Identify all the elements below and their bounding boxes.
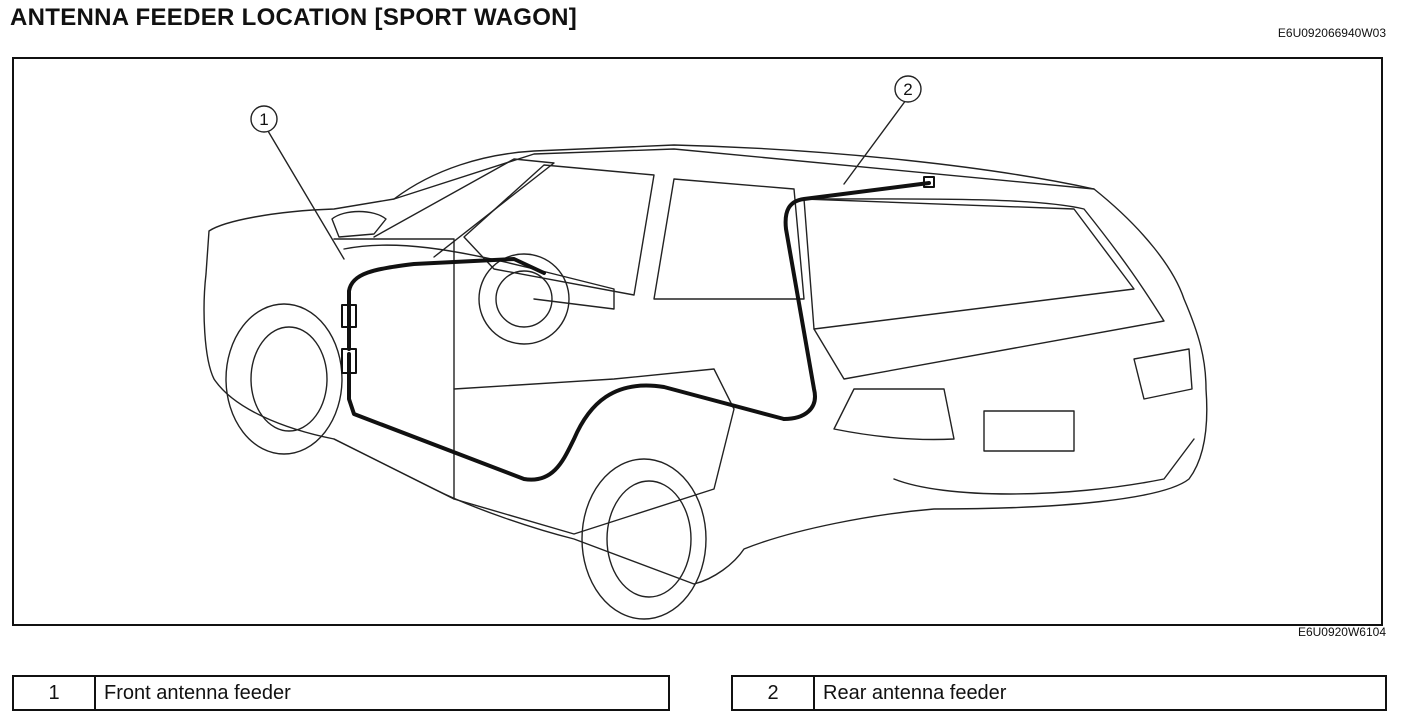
legend-number: 1 <box>14 677 96 709</box>
license-plate <box>983 410 1075 452</box>
rear-wheel <box>581 458 707 620</box>
steering-wheel <box>478 253 570 345</box>
figure-code: E6U0920W6104 <box>1297 625 1386 639</box>
legend-label: Rear antenna feeder <box>823 681 1007 704</box>
front-door <box>333 238 455 500</box>
page-title: ANTENNA FEEDER LOCATION [SPORT WAGON] <box>10 4 578 31</box>
document-code: E6U092066940W03 <box>1277 26 1386 40</box>
legend-item-1: 1 Front antenna feeder <box>12 675 670 711</box>
callout-2-circle <box>894 75 922 103</box>
legend-label: Front antenna feeder <box>104 681 291 704</box>
front-antenna-feeder <box>347 257 786 482</box>
callout-2-label: 2 <box>903 80 912 99</box>
rear-antenna-feeder <box>782 181 931 421</box>
front-wheel <box>225 303 343 455</box>
legend-item-2: 2 Rear antenna feeder <box>731 675 1387 711</box>
callout-2-leader <box>843 99 907 185</box>
callout-1-label: 1 <box>259 110 268 129</box>
legend-number: 2 <box>733 677 815 709</box>
front-door-window <box>463 164 655 296</box>
car-body-outline <box>203 144 1208 585</box>
windshield <box>373 158 555 258</box>
rear-window <box>813 198 1165 380</box>
callout-1-leader <box>267 130 345 260</box>
callout-1-circle <box>250 105 278 133</box>
bumper <box>893 438 1195 495</box>
rear-door <box>453 368 735 535</box>
mirror <box>331 210 387 238</box>
rear-door-window <box>653 178 805 300</box>
tail-light-left <box>833 388 955 441</box>
diagram-frame: 1 2 <box>12 57 1383 626</box>
quarter-window <box>803 198 1135 330</box>
tail-light-right <box>1133 348 1193 400</box>
car-illustration: 1 2 <box>203 75 1208 620</box>
roof-line <box>393 148 1095 200</box>
